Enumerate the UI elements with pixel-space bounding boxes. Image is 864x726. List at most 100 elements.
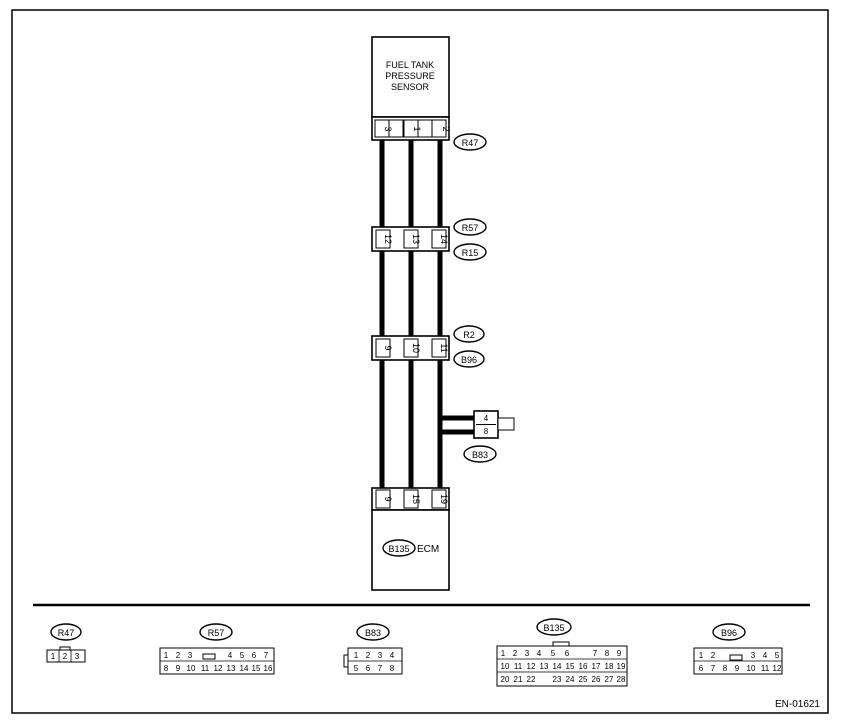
svg-text:8: 8 (605, 649, 610, 658)
svg-text:10: 10 (747, 664, 756, 673)
svg-text:6: 6 (366, 664, 371, 673)
diagram-code: EN-01621 (775, 699, 820, 710)
svg-text:12: 12 (214, 664, 223, 673)
legend-name-b83: B83 (365, 628, 381, 638)
svg-text:8: 8 (164, 664, 169, 673)
junction1-pin-14: 14 (439, 234, 449, 244)
svg-text:7: 7 (711, 664, 716, 673)
junction2-pin-11: 11 (439, 343, 449, 352)
svg-text:24: 24 (566, 675, 575, 684)
svg-text:20: 20 (501, 675, 510, 684)
svg-text:4: 4 (390, 651, 395, 660)
legend-connector-r47: R47 1 2 3 (46, 623, 86, 663)
svg-text:B135: B135 (388, 544, 409, 554)
svg-text:15: 15 (566, 662, 575, 671)
svg-text:11: 11 (761, 664, 770, 673)
svg-text:6: 6 (252, 651, 257, 660)
legend-name-r57: R57 (208, 628, 225, 638)
svg-text:6: 6 (699, 664, 704, 673)
svg-text:19: 19 (617, 662, 626, 671)
fuel-tank-pressure-sensor (371, 36, 450, 118)
junction2-pin-9: 9 (383, 345, 393, 350)
svg-text:4: 4 (537, 649, 542, 658)
legend-name-b135: B135 (543, 623, 564, 633)
svg-text:26: 26 (592, 675, 601, 684)
svg-text:10: 10 (501, 662, 510, 671)
svg-text:4: 4 (763, 651, 768, 660)
ecm-label: ECM (417, 544, 439, 555)
svg-text:4: 4 (228, 651, 233, 660)
svg-text:21: 21 (514, 675, 523, 684)
svg-text:3: 3 (525, 649, 530, 658)
legend-connector-b96: B96 1 2 3 4 5 6 7 8 9 10 11 12 (693, 623, 783, 675)
wire-harness (379, 140, 474, 488)
ecm-pin-9: 9 (383, 496, 393, 501)
svg-text:13: 13 (227, 664, 236, 673)
svg-text:16: 16 (579, 662, 588, 671)
sensor-pin-1: 1 (412, 126, 422, 131)
svg-text:1: 1 (699, 651, 704, 660)
ecm-connector: 9 15 19 (371, 487, 450, 511)
svg-text:2: 2 (366, 651, 371, 660)
svg-text:5: 5 (551, 649, 556, 658)
svg-text:14: 14 (553, 662, 562, 671)
sensor-connector: 3 1 2 (371, 116, 451, 141)
legend-name-r47: R47 (58, 628, 75, 638)
junction1-pin-12: 12 (383, 234, 393, 244)
svg-text:5: 5 (240, 651, 245, 660)
svg-text:16: 16 (264, 664, 273, 673)
legend-connector-b135: B135 1 2 3 4 5 6 7 8 9 10 11 12 13 14 15… (496, 618, 628, 687)
connector-tag-r57: R57 (453, 218, 487, 236)
diagram-frame (11, 9, 829, 714)
svg-text:7: 7 (264, 651, 269, 660)
svg-text:15: 15 (252, 664, 261, 673)
svg-text:3: 3 (188, 651, 193, 660)
legend-name-b96: B96 (721, 628, 737, 638)
svg-text:1: 1 (354, 651, 359, 660)
svg-text:9: 9 (735, 664, 740, 673)
svg-text:25: 25 (579, 675, 588, 684)
svg-text:6: 6 (565, 649, 570, 658)
svg-text:3: 3 (378, 651, 383, 660)
svg-text:22: 22 (527, 675, 536, 684)
svg-text:23: 23 (553, 675, 562, 684)
wire-branch-top (437, 400, 474, 421)
svg-text:R47: R47 (462, 138, 479, 148)
connector-tag-b96: B96 (453, 350, 485, 368)
svg-text:28: 28 (617, 675, 626, 684)
junction1-pin-13: 13 (411, 234, 421, 244)
svg-text:11: 11 (514, 662, 523, 671)
svg-text:17: 17 (592, 662, 601, 671)
svg-text:B96: B96 (461, 355, 477, 365)
svg-text:8: 8 (390, 664, 395, 673)
legend-connector-b83: B83 1 2 3 4 5 6 7 8 (343, 623, 403, 675)
svg-text:2: 2 (176, 651, 181, 660)
junction-connector-2: 9 10 11 (371, 335, 450, 361)
svg-text:11: 11 (201, 664, 210, 673)
connector-tag-r2: R2 (453, 325, 485, 343)
svg-text:5: 5 (354, 664, 359, 673)
connector-tag-r15: R15 (453, 243, 487, 261)
svg-text:27: 27 (605, 675, 614, 684)
svg-text:12: 12 (527, 662, 536, 671)
svg-text:2: 2 (711, 651, 716, 660)
connector-tag-b135: B135 (382, 539, 416, 557)
svg-text:B83: B83 (472, 450, 488, 460)
svg-text:2: 2 (63, 652, 68, 661)
svg-text:1: 1 (51, 652, 56, 661)
svg-text:18: 18 (605, 662, 614, 671)
branch-connector: 4 8 (473, 410, 515, 439)
branch-pin-4: 4 (484, 414, 489, 423)
sensor-pin-3: 3 (383, 126, 393, 131)
svg-text:2: 2 (513, 649, 518, 658)
sensor-label-line2: PRESSURE (385, 71, 435, 81)
branch-pin-8: 8 (484, 427, 489, 436)
sensor-label-line3: SENSOR (391, 82, 430, 92)
svg-text:3: 3 (75, 652, 80, 661)
svg-text:14: 14 (240, 664, 249, 673)
svg-text:3: 3 (751, 651, 756, 660)
svg-text:9: 9 (176, 664, 181, 673)
svg-text:1: 1 (164, 651, 169, 660)
